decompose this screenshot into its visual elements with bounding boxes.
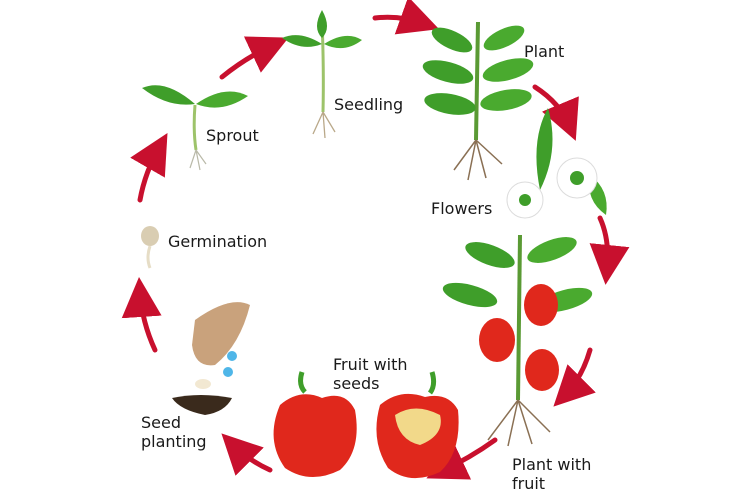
germinating-seed-icon bbox=[141, 226, 159, 269]
seed-planting-icon bbox=[172, 302, 250, 415]
arrow-sprout-to-seedling bbox=[219, 36, 289, 80]
plant-with-fruit-icon bbox=[442, 234, 593, 447]
seedling-label: Seedling bbox=[334, 95, 404, 114]
sprout-icon bbox=[142, 85, 248, 171]
arrow-to-sprout bbox=[130, 133, 168, 203]
plant-icon bbox=[422, 21, 534, 181]
arrow-flowers-to-fruiting-plant bbox=[589, 215, 630, 285]
flowers-label: Flowers bbox=[431, 199, 493, 218]
arrow-to-seed-planting bbox=[221, 433, 273, 476]
arrow-to-fruit bbox=[426, 437, 498, 480]
arrow-to-germination bbox=[121, 277, 162, 353]
cycle-arrows bbox=[121, 0, 630, 480]
plant-with-fruit-label: Plant with fruit bbox=[512, 455, 592, 493]
sprout-label: Sprout bbox=[206, 126, 259, 145]
germination-label: Germination bbox=[168, 232, 268, 251]
fruit-with-seeds-icon bbox=[273, 371, 459, 479]
arrow-plant-to-flowers bbox=[532, 84, 579, 141]
seed-planting-label: Seed planting bbox=[141, 413, 207, 451]
flowers-icon bbox=[506, 108, 607, 219]
plant-label: Plant bbox=[524, 42, 565, 61]
fruit-with-seeds-label: Fruit with seeds bbox=[333, 355, 408, 393]
seedling-icon bbox=[282, 10, 362, 139]
arrow-seedling-to-plant bbox=[372, 0, 440, 35]
arrow-fruiting-plant-down bbox=[553, 347, 596, 407]
